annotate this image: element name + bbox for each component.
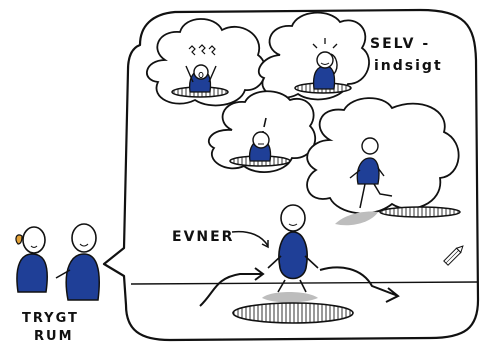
left-figure-body — [16, 253, 48, 293]
figure-head — [316, 51, 334, 69]
figure-arms — [267, 255, 319, 269]
thought-cloud-stepping-out — [306, 97, 461, 226]
thought-cloud-realisation — [208, 90, 316, 173]
exclamation-icon — [262, 117, 267, 132]
exit-arrow — [319, 266, 400, 303]
thought-cloud-insight — [258, 11, 370, 101]
legs — [359, 183, 393, 209]
safe-space-label-line2: RUM — [34, 329, 74, 343]
cloud-outline — [258, 11, 370, 101]
figure-body — [278, 231, 308, 280]
spark-icon — [312, 38, 338, 49]
smile — [79, 243, 89, 247]
thought-cloud-stressed — [146, 18, 267, 107]
right-figure-arm — [55, 269, 71, 279]
left-figure-head — [22, 226, 46, 254]
safe-space-figures: TRYGT RUM — [15, 223, 100, 343]
abilities-pointer-arrow — [231, 230, 269, 249]
hole-icon — [379, 206, 461, 218]
cloud-outline — [306, 97, 460, 215]
smile — [288, 223, 298, 226]
figure-legs — [277, 279, 307, 293]
shadow — [335, 211, 378, 226]
abilities-figure: EVNER — [172, 204, 400, 324]
stress-squiggles-icon — [188, 44, 216, 56]
abilities-label: EVNER — [172, 229, 234, 245]
figure-head — [361, 137, 379, 155]
right-figure-body — [65, 253, 100, 301]
right-figure-head — [71, 223, 97, 253]
shadow — [262, 292, 318, 303]
hole-icon — [232, 302, 354, 324]
figure-head — [252, 131, 270, 149]
self-label-line1: SELV - — [370, 36, 430, 52]
raised-arms — [185, 65, 217, 83]
pencil-icon — [443, 245, 464, 266]
hand-on-head — [330, 53, 338, 75]
arms — [349, 167, 385, 179]
self-label-line2: indsigt — [374, 58, 443, 74]
left-figure-hair — [15, 234, 23, 245]
ground-line — [130, 281, 479, 285]
safe-space-label-line1: TRYGT — [22, 311, 79, 326]
smile — [320, 62, 330, 65]
open-mouth — [198, 71, 204, 79]
figure-body — [312, 65, 336, 90]
entry-arrow — [199, 267, 265, 307]
figure-head — [280, 204, 306, 232]
smile — [30, 245, 38, 248]
main-speech-frame — [102, 8, 480, 342]
